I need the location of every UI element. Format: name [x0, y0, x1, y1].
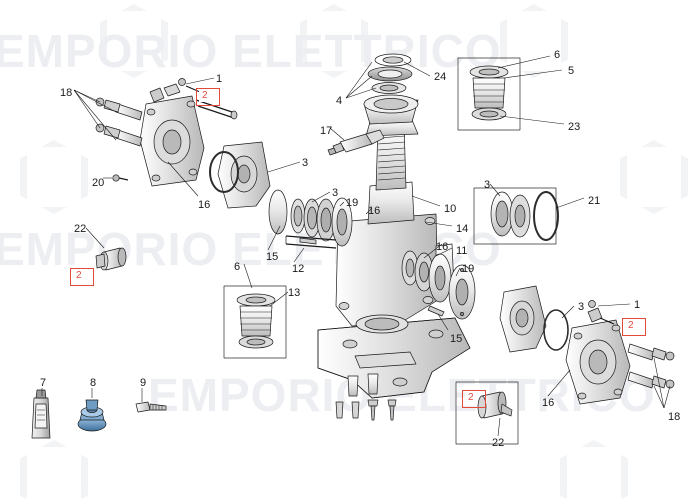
callout-number: 16 [368, 205, 381, 217]
callout-number: 3 [578, 301, 585, 313]
callout-number: 5 [568, 65, 575, 77]
callout-number: 12 [292, 263, 305, 275]
callout-number: 1 [216, 73, 223, 85]
highlight-tag: 2 [465, 392, 477, 404]
callout-number: 11 [456, 245, 468, 257]
callout-number: 16 [198, 199, 211, 211]
highlight-tag: 2 [199, 90, 211, 102]
callout-number: 9 [140, 377, 147, 389]
callout-number: 4 [336, 95, 343, 107]
callout-number: 16 [542, 397, 555, 409]
callout-number: 13 [288, 287, 301, 299]
callout-number: 17 [320, 125, 333, 137]
callout-number: 3 [484, 179, 491, 191]
callout-number: 23 [568, 121, 581, 133]
callout-number: 21 [588, 195, 601, 207]
callout-number: 7 [40, 377, 47, 389]
callout-number: 15 [266, 251, 279, 263]
callout-number: 6 [554, 49, 561, 61]
callout-number: 14 [456, 223, 469, 235]
top-left-pump-highlight: 2 [196, 88, 220, 106]
callout-number: 8 [90, 377, 97, 389]
callout-number: 22 [492, 437, 505, 449]
callout-number: 10 [444, 203, 457, 215]
callout-number: 1 [634, 299, 641, 311]
callout-number: 19 [346, 197, 359, 209]
left-plug-highlight: 2 [70, 268, 94, 286]
callout-number: 22 [74, 223, 87, 235]
callout-number: 15 [450, 333, 463, 345]
callout-number: 18 [668, 411, 681, 423]
callout-number: 24 [434, 71, 447, 83]
highlight-tag: 2 [73, 270, 85, 282]
bottom-plug-highlight: 2 [462, 390, 486, 408]
callout-number: 18 [60, 87, 73, 99]
highlight-tag: 2 [625, 320, 637, 332]
callout-number: 16 [436, 241, 449, 253]
callout-number: 3 [332, 187, 339, 199]
callout-number: 19 [462, 263, 475, 275]
callout-number: 3 [302, 157, 309, 169]
right-pump-highlight: 2 [622, 318, 646, 336]
callout-number: 6 [234, 261, 241, 273]
callout-number: 20 [92, 177, 105, 189]
